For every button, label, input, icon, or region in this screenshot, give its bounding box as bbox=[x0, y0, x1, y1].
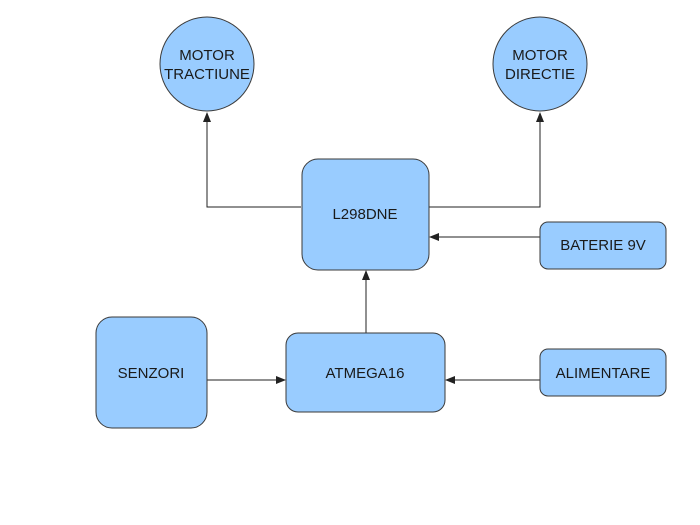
node-motor-tractiune: MOTOR TRACTIUNE bbox=[159, 16, 255, 112]
node-atmega16: ATMEGA16 bbox=[285, 332, 446, 413]
edge-l298dne-to-motor-directie bbox=[429, 112, 544, 208]
circle-shape bbox=[159, 16, 255, 112]
box-shape bbox=[539, 348, 667, 397]
node-label-line2: TRACTIUNE bbox=[164, 66, 250, 83]
node-motor-directie: MOTOR DIRECTIE bbox=[492, 16, 588, 112]
box-shape bbox=[301, 158, 430, 271]
node-baterie-9v: BATERIE 9V bbox=[539, 221, 667, 270]
box-shape bbox=[539, 221, 667, 270]
edge-l298dne-to-motor-tractiune bbox=[203, 112, 301, 208]
node-label: SENZORI bbox=[118, 365, 185, 382]
node-senzori: SENZORI bbox=[95, 316, 208, 429]
circle-shape bbox=[492, 16, 588, 112]
edges bbox=[203, 112, 544, 384]
node-l298dne: L298DNE bbox=[301, 158, 430, 271]
node-alimentare: ALIMENTARE bbox=[539, 348, 667, 397]
box-shape bbox=[95, 316, 208, 429]
node-label-line1: MOTOR bbox=[512, 47, 568, 64]
node-label-line2: DIRECTIE bbox=[505, 66, 575, 83]
node-label: ATMEGA16 bbox=[326, 365, 405, 382]
node-label-line1: MOTOR bbox=[179, 47, 235, 64]
node-label: BATERIE 9V bbox=[560, 237, 646, 254]
node-label: L298DNE bbox=[332, 206, 397, 223]
box-shape bbox=[285, 332, 446, 413]
node-label: ALIMENTARE bbox=[556, 365, 651, 382]
